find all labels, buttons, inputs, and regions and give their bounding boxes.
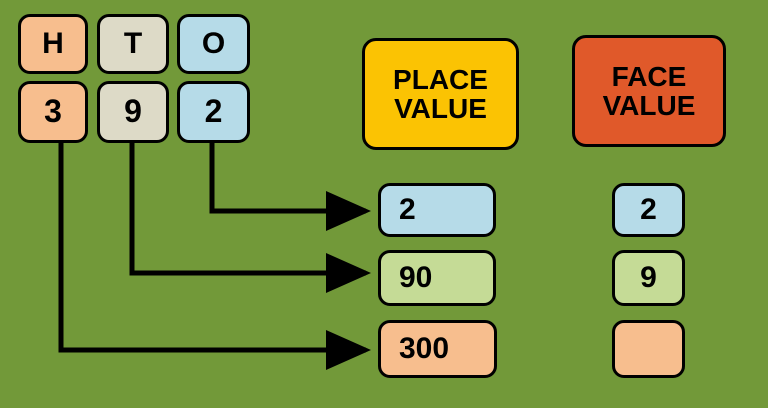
connector-ones bbox=[209, 143, 371, 231]
place-value-result-ones: 2 bbox=[378, 183, 496, 237]
face-value-banner: FACE VALUE bbox=[572, 35, 726, 147]
face-value-banner-line1: FACE bbox=[611, 60, 687, 92]
place-header-ones: O bbox=[177, 14, 250, 74]
place-value-result-hundreds: 300 bbox=[378, 320, 497, 378]
digit-cell-hundreds: 3 bbox=[18, 81, 88, 143]
face-value-banner-line2: VALUE bbox=[602, 90, 696, 121]
place-header-tens: T bbox=[97, 14, 169, 74]
connector-tens bbox=[129, 143, 371, 293]
face-value-result-hundreds bbox=[612, 320, 685, 378]
face-value-result-ones: 2 bbox=[612, 183, 685, 237]
digit-cell-tens: 9 bbox=[97, 81, 169, 143]
digit-cell-ones: 2 bbox=[177, 81, 250, 143]
place-value-banner-line2: VALUE bbox=[394, 93, 487, 124]
place-value-banner-line1: PLACE bbox=[393, 63, 488, 95]
place-value-result-tens: 90 bbox=[378, 250, 496, 306]
place-value-banner: PLACE VALUE bbox=[362, 38, 519, 150]
face-value-result-tens: 9 bbox=[612, 250, 685, 306]
place-header-hundreds: H bbox=[18, 14, 88, 74]
connector-hundreds bbox=[58, 143, 371, 370]
